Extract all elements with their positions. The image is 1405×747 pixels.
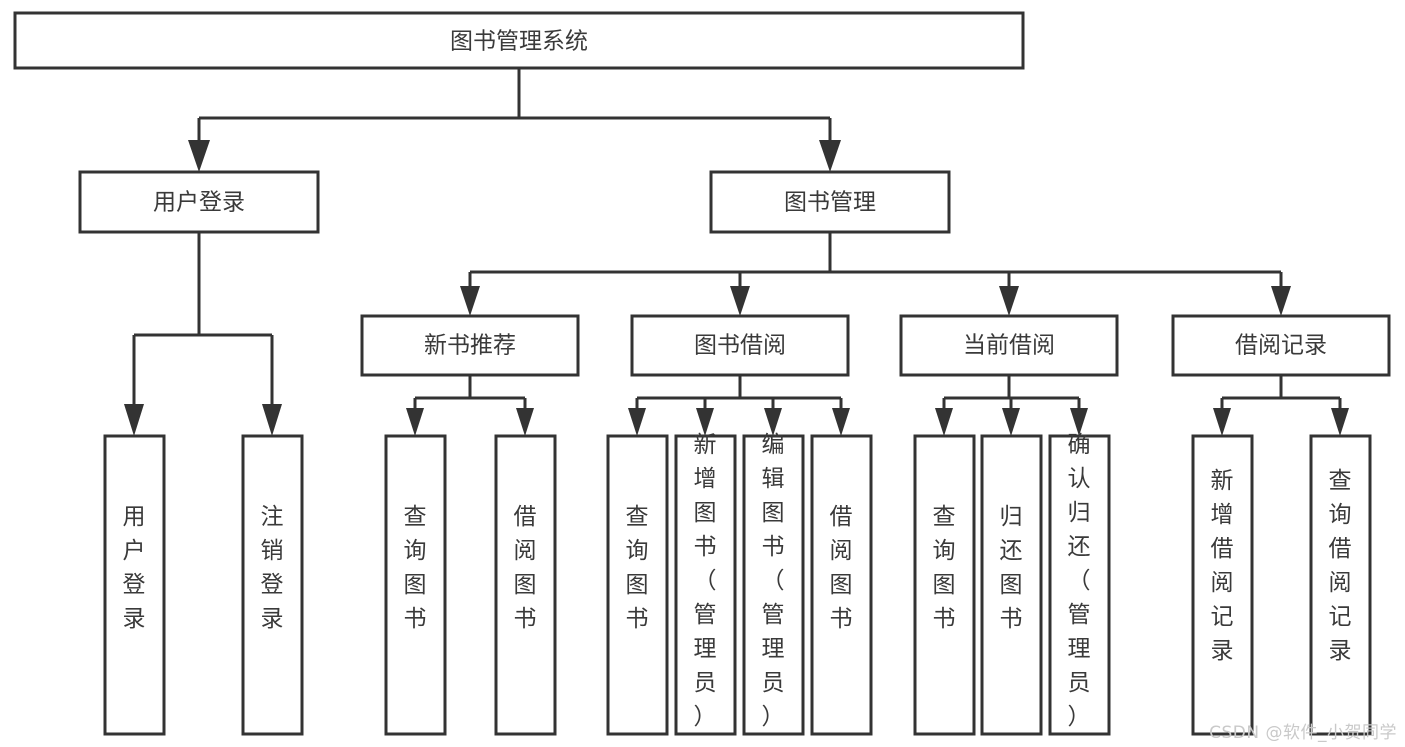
- node-book-manage-label: 图书管理: [784, 190, 876, 216]
- connector-group-user-login: [124, 232, 282, 436]
- leaf-record-add-label: 新增借阅记录: [1211, 468, 1234, 664]
- leaf-new-book-borrow-box[interactable]: [494, 434, 557, 736]
- leaf-current-query[interactable]: 查询图书: [913, 434, 976, 736]
- leaf-record-query[interactable]: 查询借阅记录: [1309, 434, 1372, 736]
- leaf-borrow-add-label: 新增图书（管理员）: [694, 432, 717, 730]
- node-new-book-recommend-label: 新书推荐: [424, 333, 516, 359]
- arrow-head-current: [999, 286, 1019, 316]
- arrow-head-bo-4: [832, 408, 850, 436]
- node-book-borrow-label: 图书借阅: [694, 333, 786, 359]
- leaf-borrow-query-label: 查询图书: [626, 504, 649, 632]
- arrow-head-cu-3: [1070, 408, 1088, 436]
- node-borrow-record[interactable]: 借阅记录: [1171, 314, 1391, 377]
- connector-group-root: [188, 68, 841, 172]
- leaf-borrow-query-box[interactable]: [606, 434, 669, 736]
- leaf-borrow-edit[interactable]: 编辑图书（管理员）: [742, 432, 805, 736]
- arrow-head-re-1: [1213, 408, 1231, 436]
- leaf-borrow-borrow-box[interactable]: [810, 434, 873, 736]
- arrow-head-bo-1: [628, 408, 646, 436]
- arrow-head-nb-1: [406, 408, 424, 436]
- connector-group-current: [935, 375, 1088, 436]
- leaf-record-query-box[interactable]: [1309, 434, 1372, 736]
- arrow-head-nb-2: [516, 408, 534, 436]
- node-new-book-recommend-box[interactable]: [360, 314, 580, 377]
- node-user-login-box[interactable]: [78, 170, 320, 234]
- leaf-borrow-edit-label: 编辑图书（管理员）: [762, 432, 785, 730]
- leaf-new-book-borrow-label: 借阅图书: [514, 504, 537, 632]
- leaf-current-query-label: 查询图书: [933, 504, 956, 632]
- connector-group-record: [1213, 375, 1349, 436]
- connector-group-borrow: [628, 375, 850, 436]
- connector-group-book-manage: [460, 232, 1291, 316]
- arrow-head-to-book-manage: [819, 140, 841, 172]
- leaf-record-add-box[interactable]: [1191, 434, 1254, 736]
- leaf-record-add[interactable]: 新增借阅记录: [1191, 434, 1254, 736]
- leaf-new-book-borrow[interactable]: 借阅图书: [494, 434, 557, 736]
- node-book-manage-box[interactable]: [709, 170, 951, 234]
- leaf-current-confirm-return-label: 确认归还（管理员）: [1068, 432, 1091, 730]
- leaf-new-book-query[interactable]: 查询图书: [384, 434, 447, 736]
- leaf-user-login-login-box[interactable]: [103, 434, 166, 736]
- leaf-current-return-label: 归还图书: [1000, 504, 1023, 632]
- node-root-label: 图书管理系统: [450, 29, 588, 55]
- arrow-head-cu-2: [1002, 408, 1020, 436]
- watermark-text: CSDN @软件_小贺同学: [1209, 723, 1397, 743]
- leaf-borrow-edit-box[interactable]: [742, 434, 805, 736]
- node-root-box[interactable]: [13, 11, 1025, 70]
- arrow-head-bo-2: [696, 408, 714, 436]
- node-borrow-record-box[interactable]: [1171, 314, 1391, 377]
- leaf-borrow-borrow-label: 借阅图书: [830, 504, 853, 632]
- arrow-head-to-user-login: [188, 140, 210, 172]
- node-current-borrow-box[interactable]: [899, 314, 1119, 377]
- arrow-head-cu-1: [935, 408, 953, 436]
- arrow-head-record: [1271, 286, 1291, 316]
- leaf-user-login-logout-box[interactable]: [241, 434, 304, 736]
- leaf-borrow-add[interactable]: 新增图书（管理员）: [674, 432, 737, 736]
- leaf-borrow-add-box[interactable]: [674, 434, 737, 736]
- leaf-record-query-label: 查询借阅记录: [1329, 468, 1352, 664]
- node-current-borrow-label: 当前借阅: [963, 333, 1055, 359]
- leaf-current-return[interactable]: 归还图书: [980, 434, 1043, 736]
- leaf-current-confirm-return-box[interactable]: [1048, 434, 1111, 736]
- arrow-head-bo-3: [764, 408, 782, 436]
- node-borrow-record-label: 借阅记录: [1235, 333, 1327, 359]
- leaf-user-login-login-label: 用户登录: [123, 504, 146, 632]
- leaf-borrow-query[interactable]: 查询图书: [606, 434, 669, 736]
- leaf-current-confirm-return[interactable]: 确认归还（管理员）: [1048, 432, 1111, 736]
- arrow-head-user-login-2: [262, 404, 282, 436]
- node-new-book-recommend[interactable]: 新书推荐: [360, 314, 580, 377]
- leaf-new-book-query-label: 查询图书: [404, 504, 427, 632]
- arrow-head-borrow: [730, 286, 750, 316]
- leaf-borrow-borrow[interactable]: 借阅图书: [810, 434, 873, 736]
- leaf-new-book-query-box[interactable]: [384, 434, 447, 736]
- leaf-user-login-logout[interactable]: 注销登录: [241, 434, 304, 736]
- leaf-current-query-box[interactable]: [913, 434, 976, 736]
- arrow-head-re-2: [1331, 408, 1349, 436]
- arrow-head-user-login-1: [124, 404, 144, 436]
- leaf-user-login-login[interactable]: 用户登录: [103, 434, 166, 736]
- node-book-borrow[interactable]: 图书借阅: [630, 314, 850, 377]
- node-root[interactable]: 图书管理系统: [13, 11, 1025, 70]
- node-user-login-label: 用户登录: [153, 190, 245, 216]
- node-user-login[interactable]: 用户登录: [78, 170, 320, 234]
- connector-group-new-book: [406, 375, 534, 436]
- node-book-manage[interactable]: 图书管理: [709, 170, 951, 234]
- leaf-user-login-logout-label: 注销登录: [261, 504, 284, 632]
- leaf-current-return-box[interactable]: [980, 434, 1043, 736]
- node-current-borrow[interactable]: 当前借阅: [899, 314, 1119, 377]
- arrow-head-new-book: [460, 286, 480, 316]
- node-book-borrow-box[interactable]: [630, 314, 850, 377]
